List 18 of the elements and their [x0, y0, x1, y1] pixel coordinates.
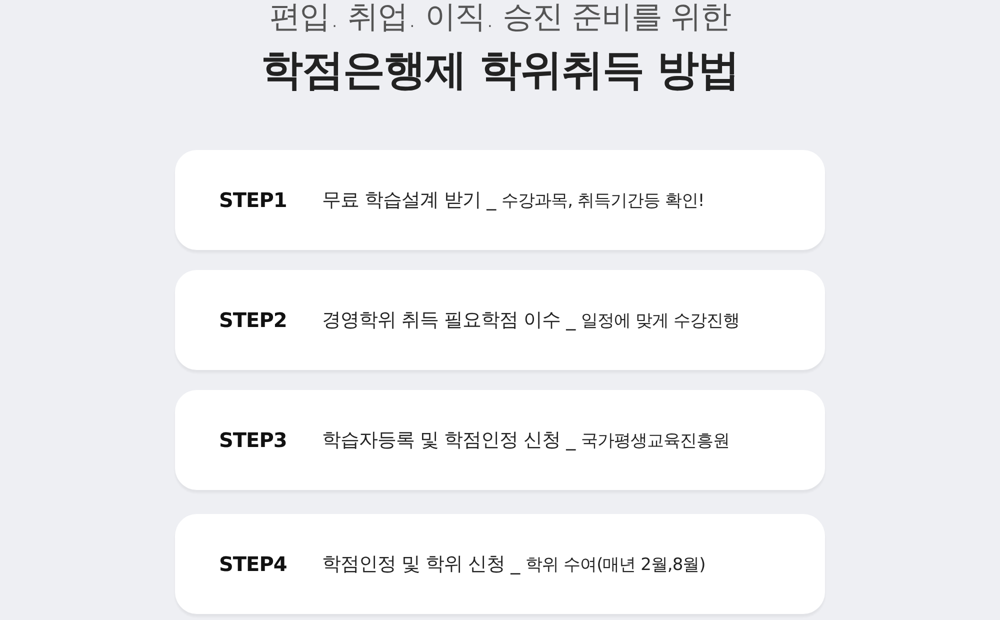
step-title: 학습자등록 및 학점인정 신청 _ [322, 428, 576, 453]
step-card [175, 270, 825, 370]
step-label: STEP4 [219, 551, 287, 578]
step-card [175, 150, 825, 250]
step-detail: 국가평생교육진흥원 [581, 430, 730, 452]
step-title: 무료 학습설계 받기 _ [322, 188, 496, 213]
step-label: STEP1 [219, 187, 287, 214]
step-title: 학점인정 및 학위 신청 _ [322, 552, 520, 577]
step-detail: 일정에 맞게 수강진행 [581, 310, 740, 332]
step-card [175, 514, 825, 614]
step-detail: 학위 수여(매년 2월,8월) [526, 554, 706, 576]
step-label: STEP3 [219, 427, 287, 454]
step-detail: 수강과목, 취득기간등 확인! [502, 190, 704, 212]
step-label: STEP2 [219, 307, 287, 334]
step-title: 경영학위 취득 필요학점 이수 _ [322, 308, 576, 333]
step-card [175, 390, 825, 490]
subtitle: 편입. 취업. 이직. 승진 준비를 위한 [270, 0, 730, 35]
title: 학점은행제 학위취득 방법 [260, 45, 740, 94]
